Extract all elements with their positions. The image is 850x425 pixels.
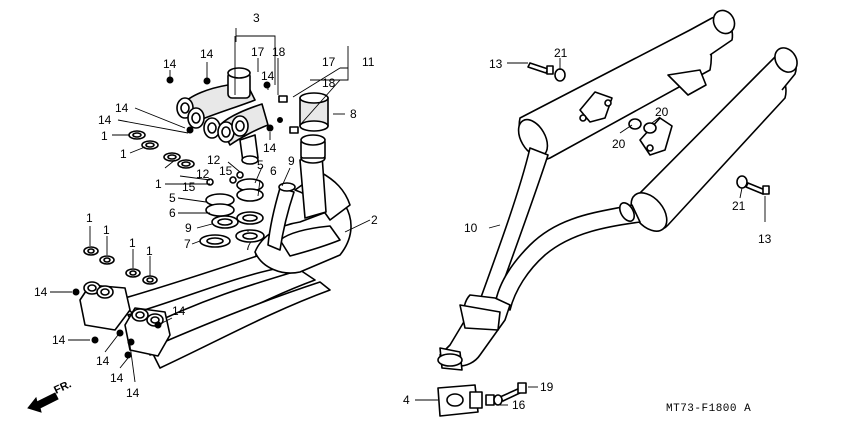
callout-14: 14 [98, 113, 112, 127]
bolts-right [493, 62, 770, 406]
callout-14: 14 [126, 386, 140, 400]
callout-14: 14 [172, 304, 186, 318]
callout-14: 14 [261, 69, 275, 83]
callout-1: 1 [129, 236, 136, 250]
callout-17: 17 [251, 45, 265, 59]
callout-1: 1 [155, 177, 162, 191]
callout-5: 5 [257, 158, 264, 172]
callout-13: 13 [489, 57, 503, 71]
callout-labels: 3 17 18 14 14 14 17 11 18 8 14 14 14 1 1… [34, 11, 772, 415]
front-direction-arrow [27, 392, 59, 413]
callout-1: 1 [146, 244, 153, 258]
callout-1: 1 [103, 223, 110, 237]
callout-12: 12 [196, 167, 210, 181]
callout-7: 7 [245, 239, 252, 253]
callout-20: 20 [612, 137, 626, 151]
callout-2: 2 [371, 213, 378, 227]
callout-10: 10 [464, 221, 478, 235]
callout-1: 1 [120, 147, 127, 161]
callout-12: 12 [207, 153, 221, 167]
callout-16: 16 [512, 398, 526, 412]
exhaust-mid-pipes [437, 147, 641, 371]
callout-14: 14 [163, 57, 177, 71]
callout-4: 4 [403, 393, 410, 407]
callout-1: 1 [86, 211, 93, 225]
callout-1: 1 [101, 129, 108, 143]
callout-14: 14 [200, 47, 214, 61]
callout-14: 14 [115, 101, 129, 115]
front-direction-label: FR. [52, 378, 73, 396]
callout-14: 14 [34, 285, 48, 299]
callout-3: 3 [253, 11, 260, 25]
callout-14: 14 [96, 354, 110, 368]
callout-6: 6 [270, 164, 277, 178]
exhaust-filter-element [299, 92, 329, 132]
callout-17: 17 [322, 55, 336, 69]
muffler-clamp [437, 384, 495, 417]
callout-21: 21 [554, 46, 568, 60]
lower-exhaust-headers [117, 254, 331, 369]
exhaust-gaskets [83, 130, 195, 285]
upper-manifold-joints [176, 67, 269, 165]
callout-21: 21 [732, 199, 746, 213]
exhaust-joint-collars [199, 171, 265, 248]
callout-15: 15 [182, 180, 196, 194]
callout-18: 18 [272, 45, 286, 59]
callout-9: 9 [185, 221, 192, 235]
callout-9: 9 [288, 154, 295, 168]
bolts-left [72, 76, 299, 359]
callout-7: 7 [184, 237, 191, 251]
leader-lines-right [415, 58, 766, 406]
callout-14: 14 [263, 141, 277, 155]
callout-20: 20 [655, 105, 669, 119]
callout-5: 5 [169, 191, 176, 205]
callout-15: 15 [219, 164, 233, 178]
lower-muffler [630, 47, 798, 232]
callout-14: 14 [52, 333, 66, 347]
callout-13: 13 [758, 232, 772, 246]
callout-14: 14 [110, 371, 124, 385]
exhaust-collector [254, 134, 352, 274]
callout-11: 11 [362, 55, 375, 69]
diagram-code: MT73-F1800 A [666, 403, 751, 415]
callout-18: 18 [322, 76, 336, 90]
leader-lines-left [50, 28, 371, 383]
upper-muffler [517, 9, 736, 160]
callout-6: 6 [169, 206, 176, 220]
callout-19: 19 [540, 380, 554, 394]
manifold-port-rings [176, 97, 249, 143]
lower-exhaust-joint-pipes [79, 281, 171, 357]
callout-8: 8 [350, 107, 357, 121]
